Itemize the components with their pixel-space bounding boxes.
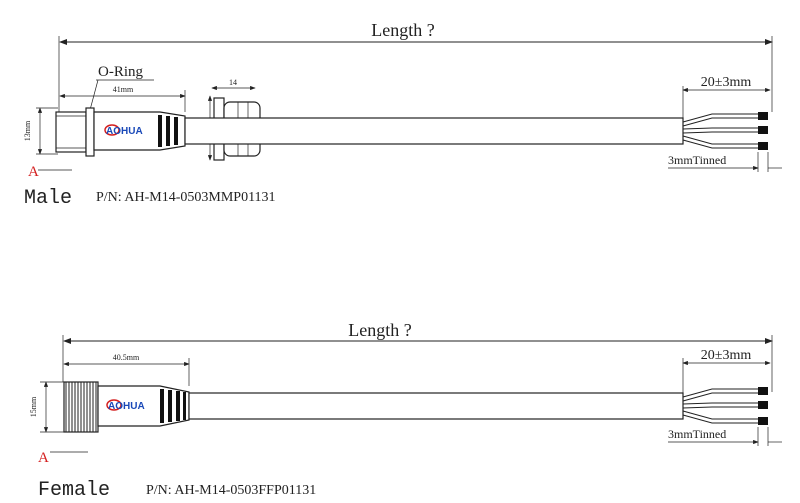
male-cable-jacket (184, 117, 684, 145)
female-coupling-nut (63, 381, 99, 433)
female-dim-40: 40.5mm (113, 353, 140, 362)
male-part-number: P/N: AH-M14-0503MMP01131 (96, 190, 276, 205)
female-connector-body (97, 385, 190, 427)
female-grip-ribs (160, 389, 186, 423)
female-section-marker: A (38, 450, 49, 466)
male-tinned-label: 3mmTinned (668, 153, 726, 167)
female-cable-jacket (188, 392, 684, 420)
female-dim-15: 15mm (29, 396, 38, 417)
female-logo: AOHUA (106, 399, 145, 412)
male-connector-body (93, 111, 186, 151)
male-section-marker: A (28, 164, 39, 180)
male-oring-leader (89, 79, 99, 111)
male-title: Male (24, 187, 72, 210)
svg-text:AOHUA: AOHUA (108, 401, 145, 412)
female-assembly: Length ? 40.5mm 15mm (29, 320, 782, 502)
female-title: Female (38, 479, 110, 502)
female-tinned-label: 3mmTinned (668, 427, 726, 441)
male-oring-label: O-Ring (98, 64, 144, 80)
male-wires (682, 112, 768, 150)
female-strip-label: 20±3mm (701, 348, 752, 363)
male-oring (85, 107, 95, 157)
male-dim-41: 41mm (113, 85, 134, 94)
female-length-label: Length ? (348, 320, 411, 340)
male-dim-14: 14 (229, 78, 237, 87)
male-length-label: Length ? (371, 20, 434, 40)
svg-text:AOHUA: AOHUA (106, 126, 143, 137)
male-logo: AOHUA (104, 124, 143, 137)
male-dim-13: 13mm (23, 120, 32, 141)
male-grip-ribs (158, 115, 178, 147)
male-strip-label: 20±3mm (701, 75, 752, 90)
male-assembly: Length ? O-Ring 41mm 13mm AOHUA (23, 20, 782, 210)
male-plug-tip (55, 111, 87, 153)
female-wires (682, 387, 768, 425)
female-part-number: P/N: AH-M14-0503FFP01131 (146, 483, 316, 498)
